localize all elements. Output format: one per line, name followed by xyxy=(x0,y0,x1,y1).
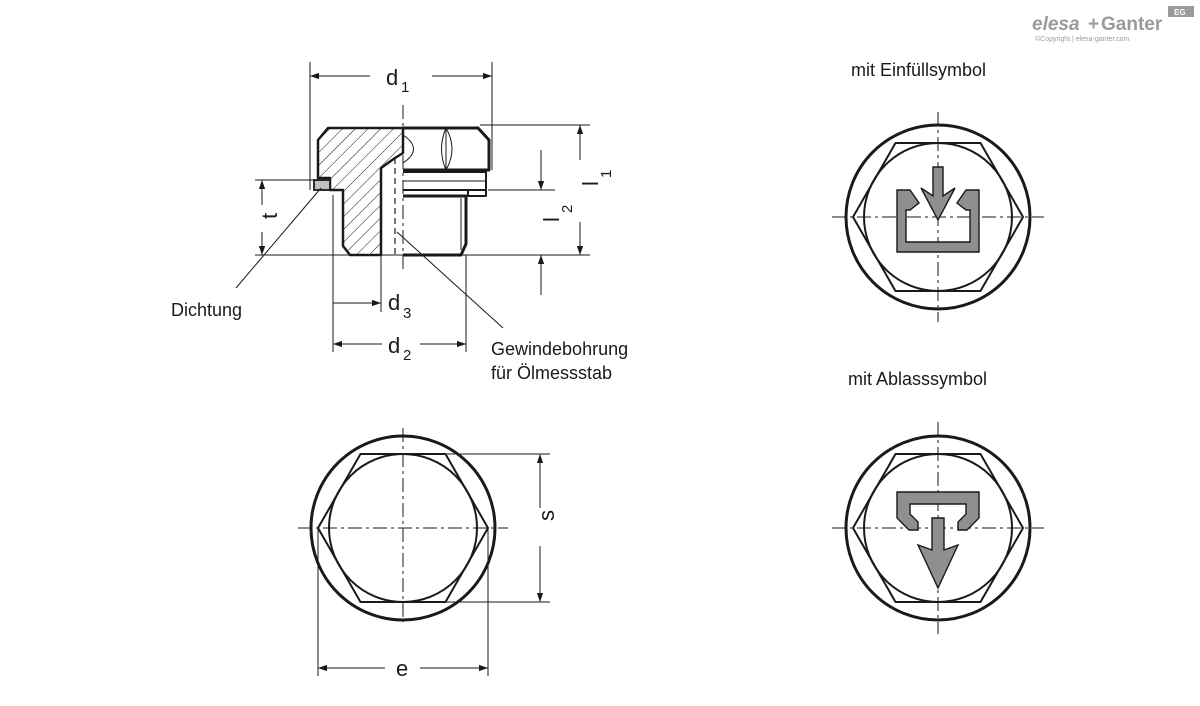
hex-chamfer-arc-3 xyxy=(402,134,414,164)
dim-d2-label: d xyxy=(388,333,400,358)
section-view: d 1 t l 2 l 1 d 3 d 2 Dichtung Gewindebo… xyxy=(171,62,628,383)
label-seal: Dichtung xyxy=(171,300,242,320)
logo-brand-left: elesa xyxy=(1032,14,1080,35)
leader-thread-bore xyxy=(396,231,504,329)
drain-hexagon xyxy=(852,453,1024,603)
dim-e-label: e xyxy=(396,656,408,681)
hex-chamfer-arc-1 xyxy=(441,127,447,171)
fill-chamfer-circle xyxy=(863,142,1013,292)
drain-outer-circle xyxy=(844,434,1032,622)
fill-outer-circle xyxy=(844,123,1032,311)
logo-plus: + xyxy=(1088,14,1099,35)
top-outer-circle xyxy=(309,434,497,622)
dim-l2-label: l xyxy=(539,217,564,222)
drain-arrow-icon xyxy=(916,517,960,590)
top-view: s e xyxy=(298,428,559,681)
dim-d3-label: d xyxy=(388,290,400,315)
dim-d1-label: d xyxy=(386,65,398,90)
caption-drain-symbol: mit Ablasssymbol xyxy=(848,369,987,389)
top-chamfer-circle xyxy=(328,453,478,603)
logo-badge: EG xyxy=(1174,8,1186,17)
drain-symbol-view: mit Ablasssymbol xyxy=(832,369,1044,634)
dim-d1-sub: 1 xyxy=(401,79,409,96)
drain-container-icon xyxy=(896,491,980,531)
dim-t-label: t xyxy=(257,213,282,219)
logo-badge-box xyxy=(1168,6,1194,17)
dim-l2-sub: 2 xyxy=(559,205,576,213)
seal-right xyxy=(467,190,487,197)
hex-chamfer-arc-2 xyxy=(445,127,453,171)
section-body-hatched xyxy=(316,126,405,257)
caption-fill-symbol: mit Einfüllsymbol xyxy=(851,60,986,80)
dim-d3-sub: 3 xyxy=(403,305,411,322)
elesa-ganter-logo: elesa + Ganter ©Copyright | elesa-ganter… xyxy=(1032,6,1194,43)
label-thread-bore-1: Gewindebohrung xyxy=(491,339,628,359)
dim-s-label: s xyxy=(534,510,559,521)
label-thread-bore-2: für Ölmessstab xyxy=(491,363,612,383)
fill-arrow-icon xyxy=(920,166,956,222)
fill-hexagon xyxy=(852,142,1024,292)
fill-symbol-view: mit Einfüllsymbol xyxy=(832,60,1044,322)
dim-l1-label: l xyxy=(578,181,603,186)
logo-brand-right: Ganter xyxy=(1101,14,1163,35)
head-exterior xyxy=(403,126,491,172)
leader-seal xyxy=(235,187,322,289)
seal-washer xyxy=(313,179,331,191)
logo-copyright: ©Copyright | elesa-ganter.com xyxy=(1035,35,1130,43)
fill-tray-icon xyxy=(896,189,980,253)
dim-d2-sub: 2 xyxy=(403,347,411,364)
dim-l1-sub: 1 xyxy=(598,170,615,178)
drain-chamfer-circle xyxy=(863,453,1013,603)
